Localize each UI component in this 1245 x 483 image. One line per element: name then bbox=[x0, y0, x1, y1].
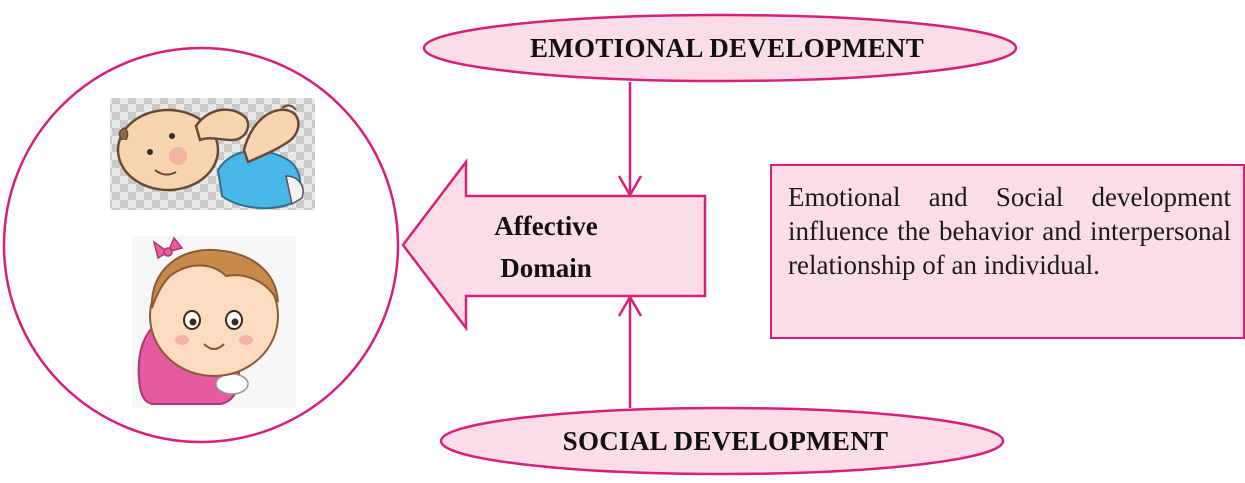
affective-domain-line-2: Domain bbox=[500, 253, 592, 283]
social-development-label: SOCIAL DEVELOPMENT bbox=[562, 426, 889, 456]
social-development-ellipse bbox=[439, 406, 1005, 476]
emotional-development-label: EMOTIONAL DEVELOPMENT bbox=[529, 33, 925, 63]
affective-domain-label: Affective Domain bbox=[466, 205, 626, 289]
emotional-development-ellipse bbox=[422, 13, 1018, 83]
note-box: Emotional and Social development influen… bbox=[770, 164, 1245, 339]
emotional-connector-arrow bbox=[617, 82, 643, 198]
baby-lying-picture bbox=[110, 98, 315, 210]
affective-domain-line-1: Affective bbox=[494, 211, 598, 241]
social-connector-arrow bbox=[617, 294, 643, 408]
affective-domain-arrow bbox=[401, 158, 707, 332]
crawling-baby-picture bbox=[132, 236, 296, 408]
note-text: Emotional and Social development influen… bbox=[788, 182, 1231, 280]
